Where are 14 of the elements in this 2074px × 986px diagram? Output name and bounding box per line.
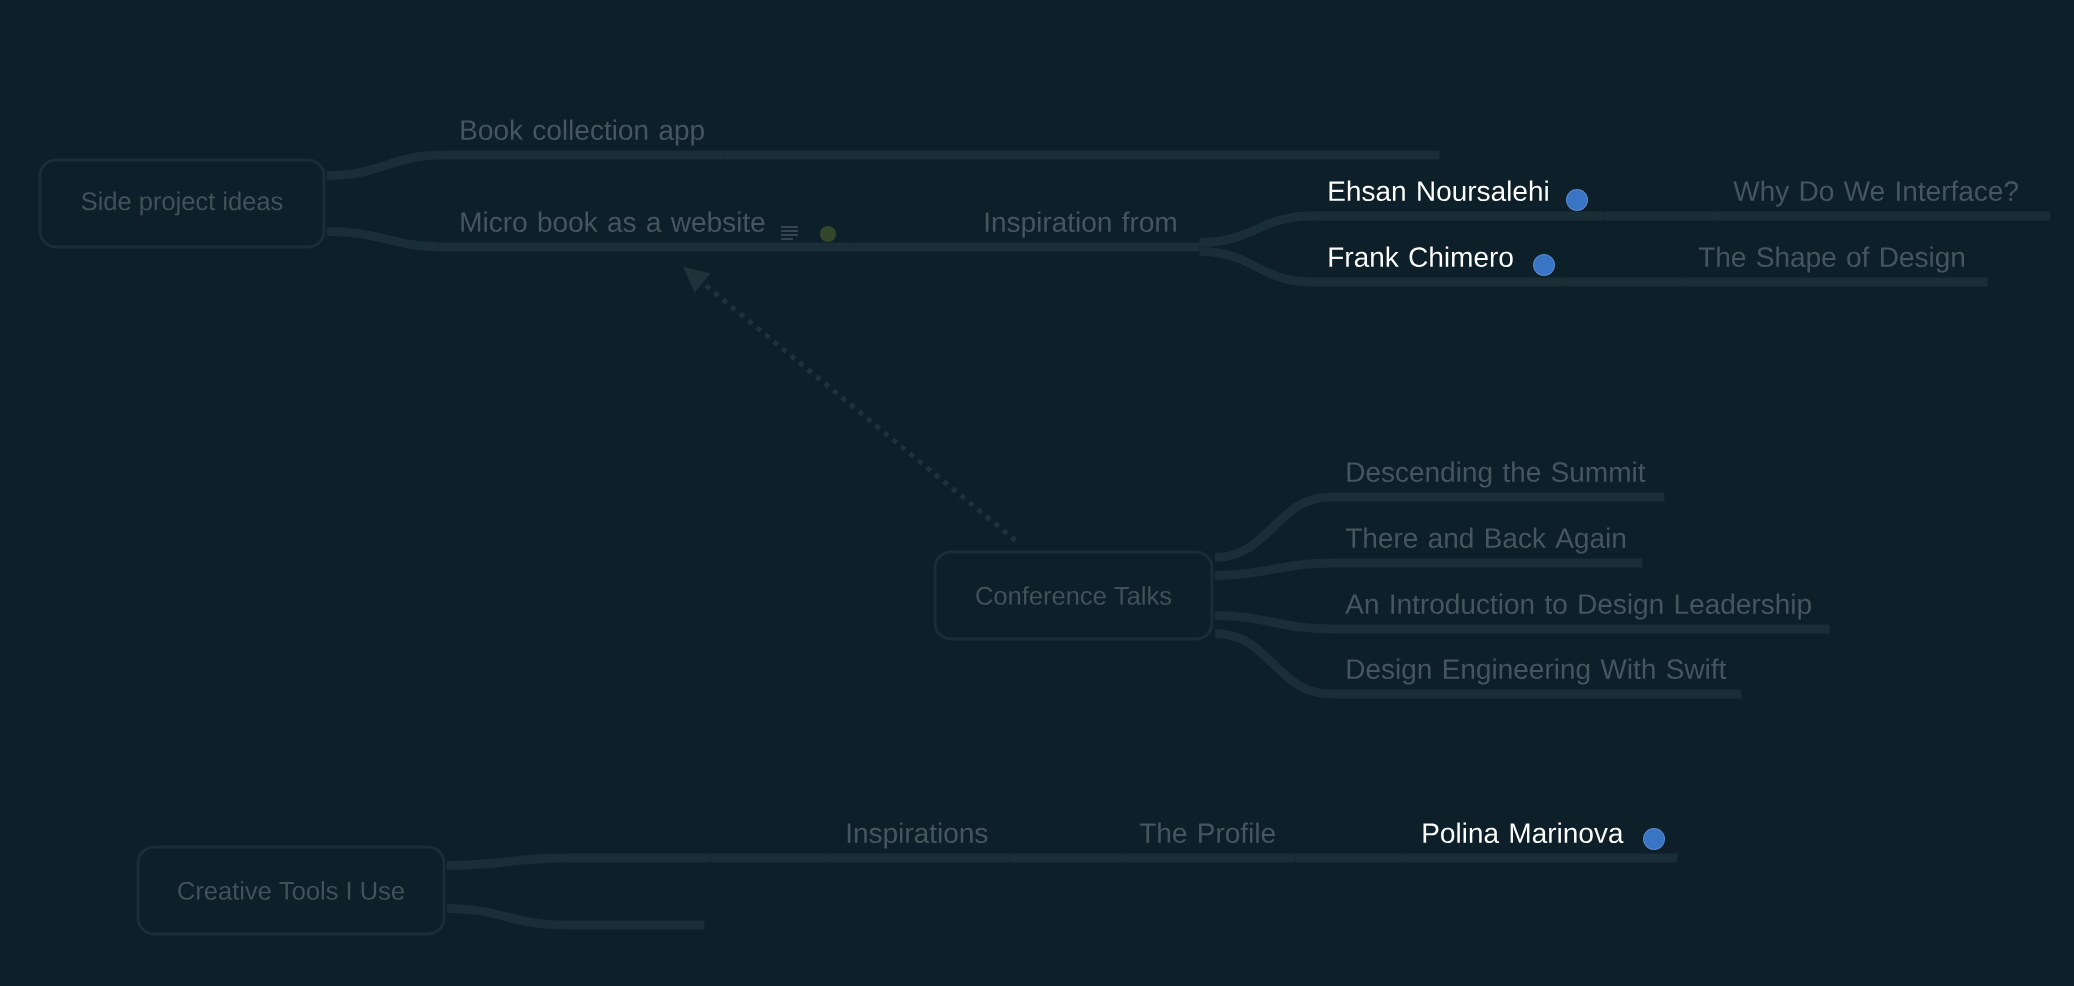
underlined-topic: There and Back Again [1331, 527, 1643, 568]
underlined-topic: Micro book as a website [445, 211, 851, 252]
underlined-topic: Why Do We Interface? [1719, 180, 2051, 221]
underlined-topic: Inspiration from [969, 211, 1200, 252]
underlined-topic: Frank Chimero [1313, 246, 1566, 287]
underlined-topic: Inspirations [831, 822, 1009, 863]
underlined-topic: Design Engineering With Swift [1331, 658, 1742, 699]
underlined-topic: Book collection app [445, 119, 725, 160]
underlined-topic: The Shape of Design [1684, 246, 1988, 287]
underlined-topic: Polina Marinova [1407, 822, 1678, 863]
underlined-topic: An Introduction to Design Leadership [1331, 593, 1830, 634]
underlined-topic: Descending the Summit [1331, 461, 1665, 502]
underlined-topic: Ehsan Noursalehi [1313, 180, 1604, 221]
underlined-topic: The Profile [1125, 822, 1296, 863]
